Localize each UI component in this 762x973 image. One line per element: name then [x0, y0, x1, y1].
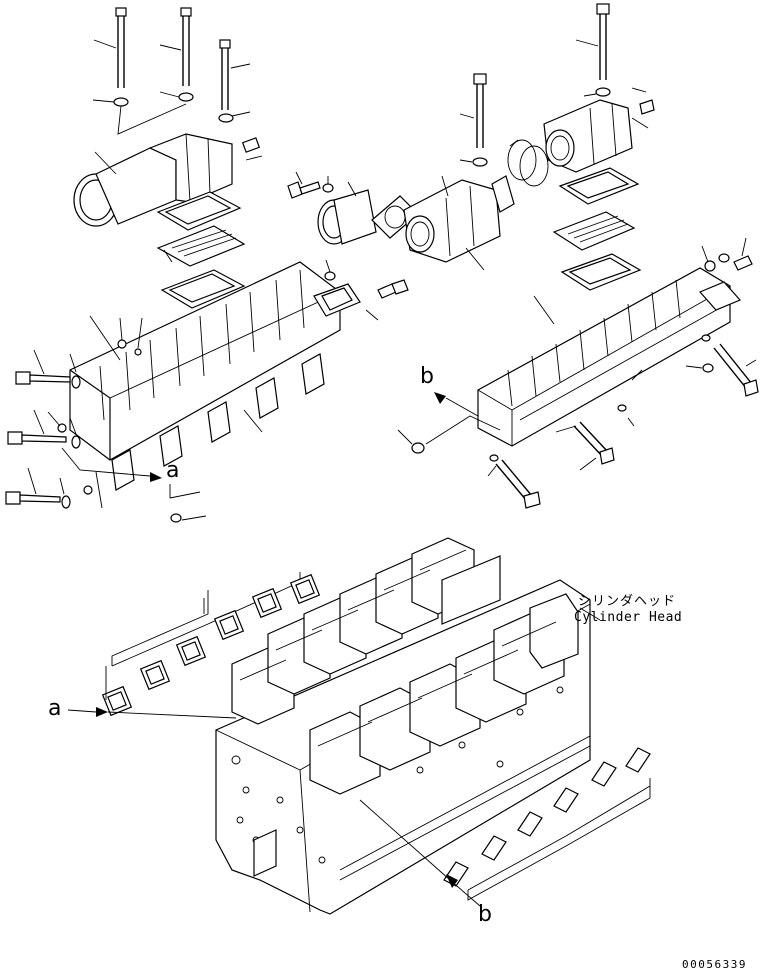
drawing-number: 00056339 [682, 958, 747, 971]
reference-label-a-bottom: a [48, 696, 62, 721]
cylinder-head-leader [579, 607, 601, 621]
cylinder-head-label-en: Cylinder Head [574, 610, 683, 625]
reference-label-b-bottom: b [478, 902, 492, 927]
left-gaskets [156, 191, 246, 309]
right-parts-group [397, 3, 759, 509]
cylinder-heads-left-bank [231, 537, 501, 725]
middle-parts-group [287, 73, 549, 321]
left-bolts-group [92, 7, 251, 135]
cylinder-head-label-jp: シリンダヘッド [578, 594, 677, 609]
left-side-fasteners [5, 317, 207, 523]
right-bank-gaskets [359, 747, 651, 907]
left-bank-gaskets [67, 572, 321, 719]
reference-label-b-top: b [420, 364, 434, 389]
cylinder-heads-right-bank [309, 593, 579, 795]
reference-label-a-top: a [166, 458, 180, 483]
left-exhaust-manifold [69, 249, 341, 491]
left-exhaust-elbow [73, 133, 263, 227]
engine-block [215, 537, 591, 915]
